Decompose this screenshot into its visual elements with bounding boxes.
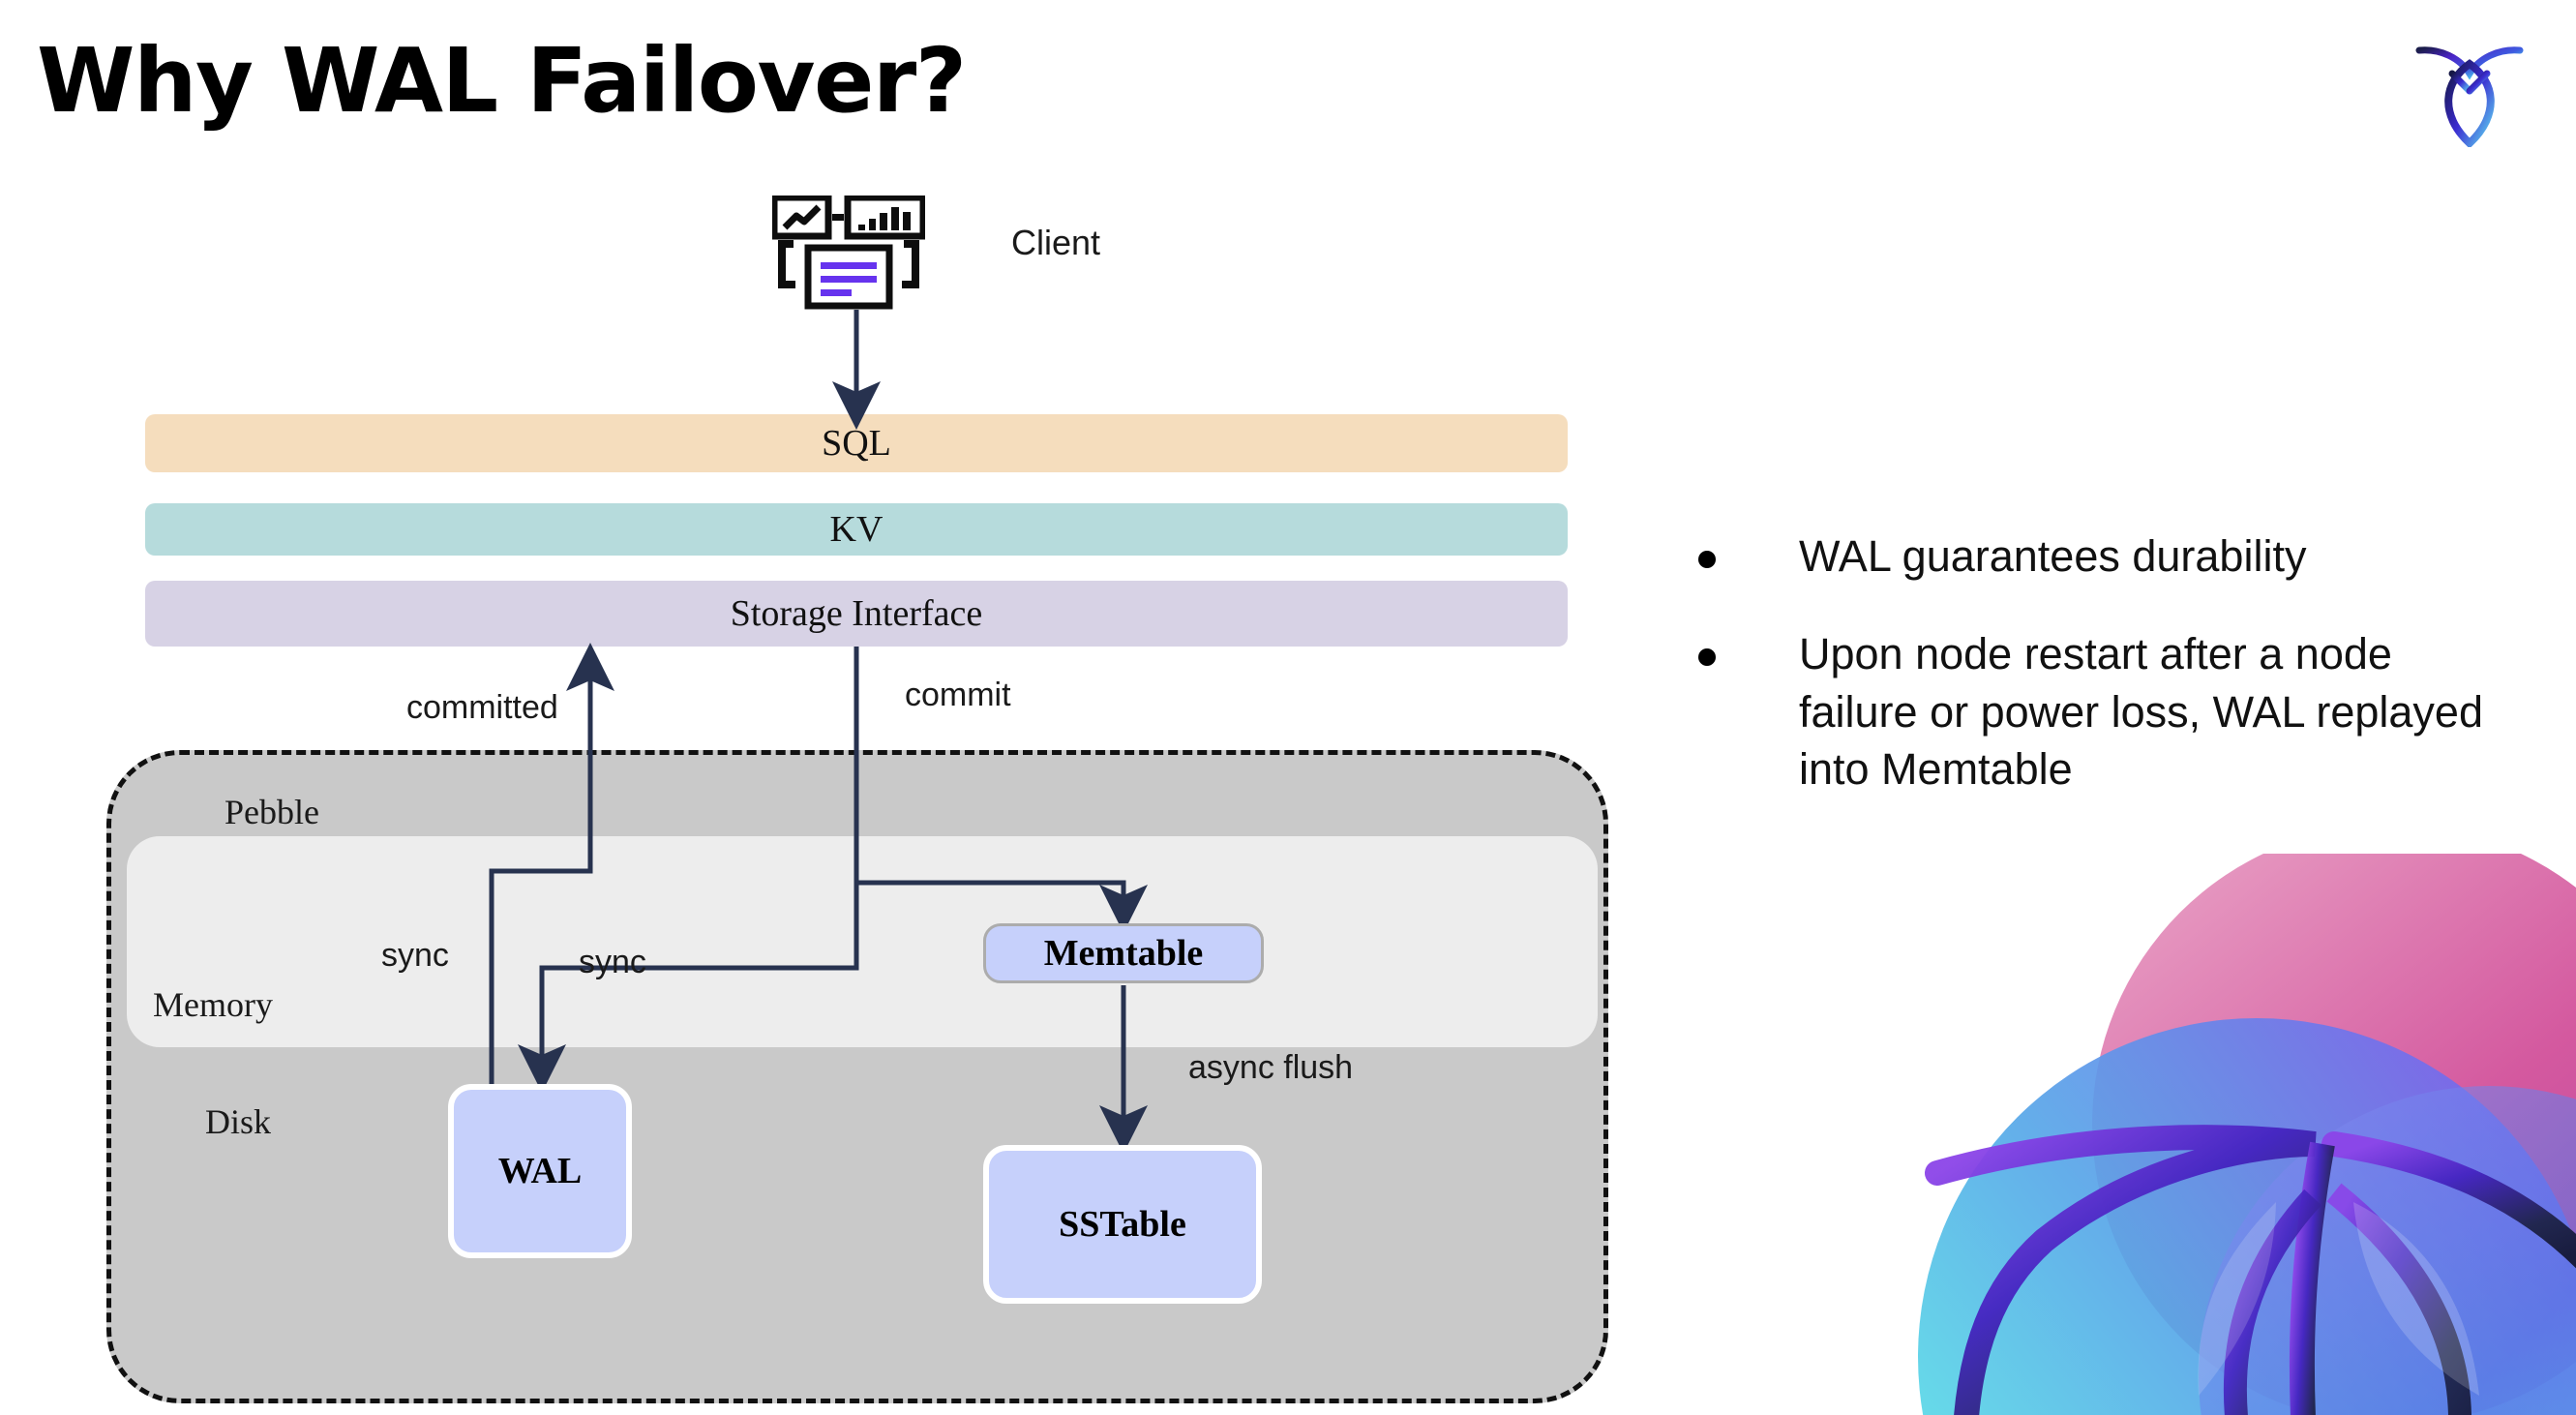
cockroachdb-logo-icon — [2415, 46, 2524, 147]
node-memtable-label: Memtable — [1043, 933, 1204, 974]
memory-zone-label: Memory — [153, 985, 273, 1024]
pebble-container — [106, 750, 1608, 1403]
page-title: Why WAL Failover? — [37, 29, 967, 133]
node-wal: WAL — [448, 1084, 632, 1258]
pebble-label: Pebble — [225, 793, 319, 831]
layer-bar-storage-interface-label: Storage Interface — [730, 593, 983, 634]
edge-label-committed: committed — [406, 689, 558, 726]
node-sstable-label: SSTable — [1059, 1204, 1186, 1245]
bullet-list: WAL guarantees durability Upon node rest… — [1698, 527, 2501, 839]
memory-zone — [127, 836, 1598, 1047]
layer-bar-kv: KV — [145, 503, 1568, 556]
edge-label-sync-1: sync — [381, 937, 449, 974]
node-wal-label: WAL — [497, 1151, 583, 1191]
layer-bar-kv-label: KV — [829, 509, 884, 550]
disk-zone-label: Disk — [205, 1102, 272, 1141]
edge-label-async-flush: async flush — [1188, 1049, 1354, 1086]
node-memtable: Memtable — [983, 923, 1264, 983]
edge-label-sync-2: sync — [579, 944, 646, 980]
bullet-text: Upon node restart after a node failure o… — [1799, 629, 2483, 795]
gradient-circles-graphic — [1918, 854, 2576, 1415]
bullet-dot-icon — [1698, 551, 1716, 568]
node-sstable: SSTable — [983, 1145, 1262, 1304]
bullet-dot-icon — [1698, 648, 1716, 667]
bullet-text: WAL guarantees durability — [1799, 531, 2307, 581]
layer-bar-sql: SQL — [145, 414, 1568, 472]
list-item: Upon node restart after a node failure o… — [1698, 625, 2501, 798]
client-dashboard-icon — [772, 196, 925, 310]
client-label: Client — [1011, 223, 1101, 262]
layer-bar-storage-interface: Storage Interface — [145, 581, 1568, 647]
edge-label-commit: commit — [905, 677, 1011, 713]
list-item: WAL guarantees durability — [1698, 527, 2501, 585]
layer-bar-sql-label: SQL — [822, 423, 891, 464]
